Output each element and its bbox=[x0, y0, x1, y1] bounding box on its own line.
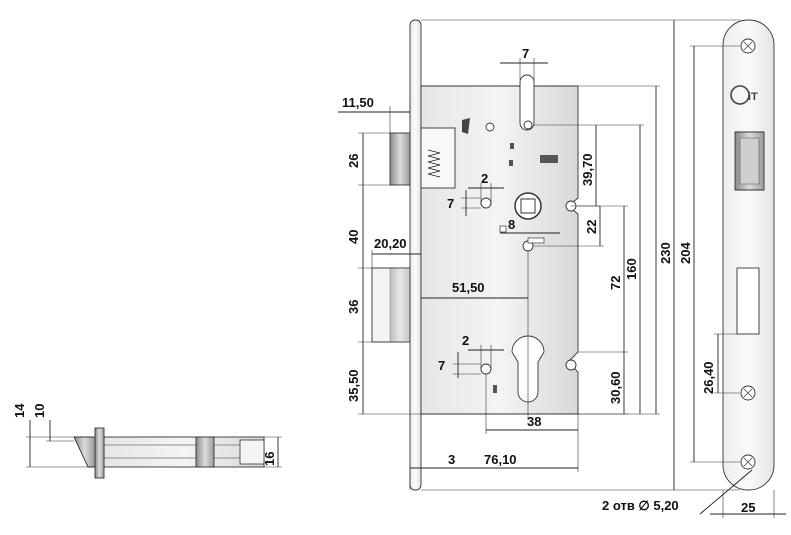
side-body bbox=[103, 436, 265, 468]
dim-body-76-10: 76,10 bbox=[484, 452, 517, 467]
dim-strike-26-40: 26,40 bbox=[701, 361, 716, 394]
dim-hole-2-top: 2 bbox=[481, 171, 488, 186]
dim-bottom-35-50: 35,50 bbox=[346, 369, 361, 402]
lock-faceplate bbox=[409, 19, 422, 491]
side-block bbox=[195, 436, 215, 468]
dim-latch-11-50: 11,50 bbox=[342, 95, 374, 110]
dim-hole-2-bottom: 2 bbox=[462, 333, 469, 348]
latch-bolt bbox=[389, 132, 411, 186]
dim-spacing-40: 40 bbox=[346, 230, 361, 244]
side-view: 14 10 16 bbox=[12, 403, 282, 479]
dim-bolt-20-20: 20,20 bbox=[374, 236, 407, 251]
holes-note: 2 отв ∅ 5,20 bbox=[602, 498, 679, 513]
dim-side-14: 14 bbox=[12, 403, 27, 418]
top-slot bbox=[519, 74, 535, 131]
strike-plate-view: iT 204 26,40 25 2 отв ∅ 5,20 bbox=[602, 19, 786, 518]
dim-204: 204 bbox=[678, 242, 693, 264]
dim-bolt-36: 36 bbox=[346, 300, 361, 314]
dim-side-10: 10 bbox=[32, 404, 47, 418]
side-latch bbox=[73, 436, 96, 468]
dim-backset-51-50: 51,50 bbox=[452, 280, 485, 295]
front-dimensions: 11,50 26 40 36 35,50 20,20 7 39,70 bbox=[338, 19, 740, 491]
latch-spring bbox=[427, 149, 441, 178]
dim-slot-7: 7 bbox=[522, 46, 529, 61]
dim-160: 160 bbox=[624, 258, 639, 280]
dim-width-25: 25 bbox=[741, 500, 755, 515]
dim-38: 38 bbox=[527, 414, 541, 429]
side-flange bbox=[94, 427, 105, 479]
dim-30-60: 30,60 bbox=[608, 371, 623, 404]
dim-72: 72 bbox=[608, 276, 623, 290]
dim-39-70: 39,70 bbox=[580, 153, 595, 186]
dim-hole-7-bottom: 7 bbox=[438, 358, 445, 373]
strike-bolt-opening bbox=[736, 267, 760, 335]
dim-side-16: 16 bbox=[262, 452, 277, 466]
dim-hole-7-mid: 7 bbox=[447, 196, 454, 211]
dim-plate-3: 3 bbox=[448, 452, 455, 467]
logo-text: iT bbox=[748, 91, 758, 103]
dim-latch-26: 26 bbox=[346, 154, 361, 168]
dim-spindle-8: 8 bbox=[508, 217, 515, 232]
lock-front-view bbox=[371, 19, 579, 491]
dim-22: 22 bbox=[584, 220, 599, 234]
dim-230: 230 bbox=[658, 242, 673, 264]
spindle-square bbox=[520, 198, 536, 214]
cit-logo: iT bbox=[730, 85, 758, 105]
